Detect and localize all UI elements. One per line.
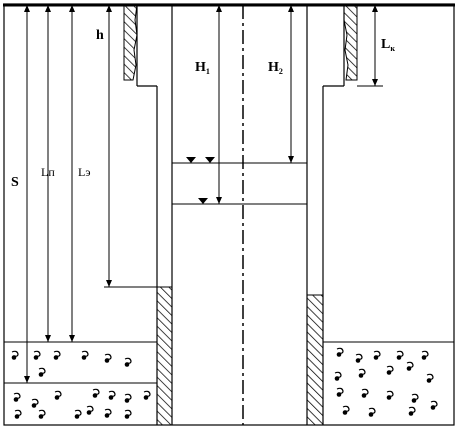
pebble-icon	[38, 409, 46, 420]
dimension-Lk	[357, 5, 383, 87]
dimension-S	[24, 5, 30, 383]
conductor-left	[123, 4, 157, 87]
pebble-icon	[81, 350, 89, 361]
pebble-icon	[31, 398, 39, 409]
conductor-right	[323, 4, 358, 87]
cement-left	[156, 286, 173, 426]
pebble-icon	[411, 393, 419, 404]
pebble-icon	[14, 409, 22, 420]
pebble-icon	[336, 387, 344, 398]
pebble-icon	[386, 365, 394, 376]
pebble-icon	[143, 390, 151, 401]
pebble-icon	[124, 409, 132, 420]
dimension-Ln	[45, 5, 51, 342]
pebble-icon	[33, 350, 41, 361]
pebble-icon	[86, 405, 94, 416]
level-marker-icon	[205, 157, 215, 163]
label-Le: Lэ	[78, 165, 90, 179]
label-S: S	[11, 175, 19, 190]
pebble-icon	[368, 407, 376, 418]
level-marker-icon	[198, 198, 208, 204]
pebble-icon	[124, 357, 132, 368]
label-Ln: Lп	[41, 165, 55, 179]
cement-right	[306, 294, 324, 426]
label-h: h	[96, 28, 104, 43]
dimension-h	[104, 5, 157, 288]
dimension-H2	[288, 5, 294, 163]
label-H2: H2	[268, 60, 283, 76]
pebble-icon	[38, 367, 46, 378]
pebble-icon	[358, 368, 366, 379]
pebble-icon	[373, 350, 381, 361]
pebble-icon	[406, 361, 414, 372]
pebbles-right	[334, 347, 438, 418]
pebble-icon	[53, 350, 61, 361]
pebble-icon	[336, 347, 344, 358]
pebble-icon	[108, 390, 116, 401]
pebble-icon	[386, 390, 394, 401]
formation-left	[4, 341, 157, 384]
pebble-icon	[361, 388, 369, 399]
pebbles-left	[11, 350, 151, 420]
pebble-icon	[334, 371, 342, 382]
pebble-icon	[342, 405, 350, 416]
pebble-icon	[74, 409, 82, 420]
pebble-icon	[104, 408, 112, 419]
dimension-H1	[216, 5, 222, 204]
pebble-icon	[430, 400, 438, 411]
dimension-Le	[69, 5, 75, 342]
pebble-icon	[13, 392, 21, 403]
label-Lk: Lк	[381, 37, 395, 53]
pebble-icon	[408, 406, 416, 417]
pebble-icon	[421, 350, 429, 361]
pebble-icon	[396, 350, 404, 361]
pebble-icon	[54, 390, 62, 401]
pebble-icon	[124, 393, 132, 404]
pebble-icon	[355, 353, 363, 364]
label-H1: H1	[195, 60, 210, 76]
level-marker-icon	[186, 157, 196, 163]
pebble-icon	[104, 353, 112, 364]
pebble-icon	[11, 350, 19, 361]
pebble-icon	[92, 388, 100, 399]
pebble-icon	[426, 373, 434, 384]
